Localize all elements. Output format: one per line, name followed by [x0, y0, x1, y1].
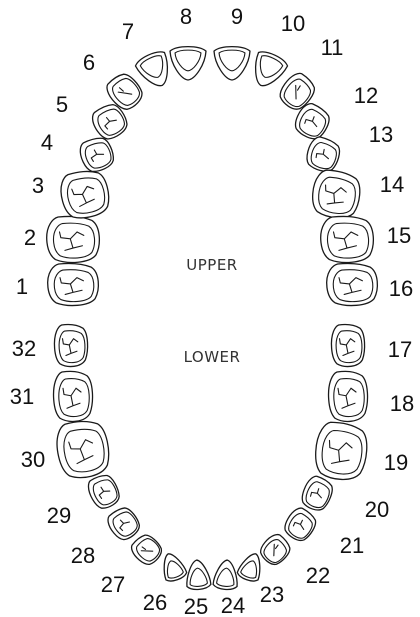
tooth-number-8: 8	[180, 4, 192, 29]
tooth-crown-outline	[246, 48, 289, 92]
tooth-number-18: 18	[390, 391, 414, 416]
tooth-18[interactable]	[329, 371, 368, 421]
tooth-number-27: 27	[101, 572, 125, 597]
tooth-number-22: 22	[306, 563, 330, 588]
tooth-number-13: 13	[369, 122, 393, 147]
tooth-number-10: 10	[281, 11, 305, 36]
tooth-number-19: 19	[384, 450, 408, 475]
tooth-number-23: 23	[260, 582, 284, 607]
tooth-25[interactable]	[185, 559, 211, 590]
tooth-1[interactable]	[48, 263, 99, 305]
teeth-group	[47, 47, 378, 591]
tooth-number-7: 7	[122, 19, 134, 44]
tooth-29[interactable]	[85, 471, 123, 512]
tooth-number-32: 32	[12, 336, 36, 361]
tooth-numbers-group: 1234567891011121314151617181920212223242…	[10, 4, 414, 617]
tooth-19[interactable]	[312, 420, 370, 483]
tooth-number-15: 15	[387, 223, 411, 248]
tooth-27[interactable]	[128, 531, 166, 569]
tooth-number-17: 17	[388, 337, 412, 362]
tooth-number-12: 12	[354, 83, 378, 108]
tooth-number-9: 9	[231, 4, 243, 29]
tooth-24[interactable]	[213, 559, 239, 590]
tooth-number-25: 25	[184, 594, 208, 617]
tooth-16[interactable]	[327, 263, 378, 305]
tooth-9[interactable]	[214, 47, 250, 80]
tooth-number-28: 28	[71, 543, 95, 568]
tooth-22[interactable]	[256, 531, 294, 569]
upper-arch-label: UPPER	[186, 256, 237, 274]
tooth-14[interactable]	[309, 168, 363, 221]
tooth-crown-outline	[214, 47, 250, 80]
tooth-number-1: 1	[16, 274, 28, 299]
tooth-crown-outline	[170, 47, 206, 80]
tooth-number-14: 14	[380, 172, 404, 197]
tooth-20[interactable]	[298, 473, 336, 514]
tooth-26[interactable]	[158, 550, 188, 583]
tooth-number-11: 11	[321, 35, 344, 60]
tooth-15[interactable]	[321, 216, 374, 262]
tooth-4[interactable]	[77, 134, 117, 175]
tooth-number-4: 4	[41, 130, 53, 155]
tooth-21[interactable]	[280, 505, 320, 545]
tooth-13[interactable]	[303, 134, 343, 175]
tooth-3[interactable]	[58, 168, 112, 221]
tooth-number-24: 24	[221, 593, 245, 617]
tooth-number-31: 31	[10, 384, 34, 409]
tooth-17[interactable]	[331, 324, 364, 366]
tooth-2[interactable]	[47, 216, 100, 262]
tooth-number-20: 20	[365, 497, 389, 522]
tooth-number-2: 2	[24, 225, 36, 250]
tooth-number-30: 30	[21, 447, 45, 472]
tooth-number-26: 26	[143, 590, 167, 615]
tooth-crown-outline	[54, 418, 112, 481]
tooth-number-29: 29	[47, 503, 71, 528]
tooth-crown-outline	[185, 559, 211, 590]
tooth-number-6: 6	[83, 50, 95, 75]
tooth-crown-outline	[213, 559, 239, 590]
tooth-31[interactable]	[54, 371, 93, 421]
tooth-32[interactable]	[54, 324, 87, 366]
tooth-10[interactable]	[246, 48, 289, 92]
lower-arch-label: LOWER	[184, 348, 241, 366]
tooth-28[interactable]	[104, 504, 144, 544]
tooth-number-5: 5	[56, 92, 68, 117]
tooth-number-3: 3	[32, 173, 44, 198]
tooth-8[interactable]	[170, 47, 206, 80]
tooth-number-16: 16	[389, 276, 413, 301]
tooth-number-21: 21	[340, 533, 364, 558]
tooth-30[interactable]	[54, 418, 112, 481]
